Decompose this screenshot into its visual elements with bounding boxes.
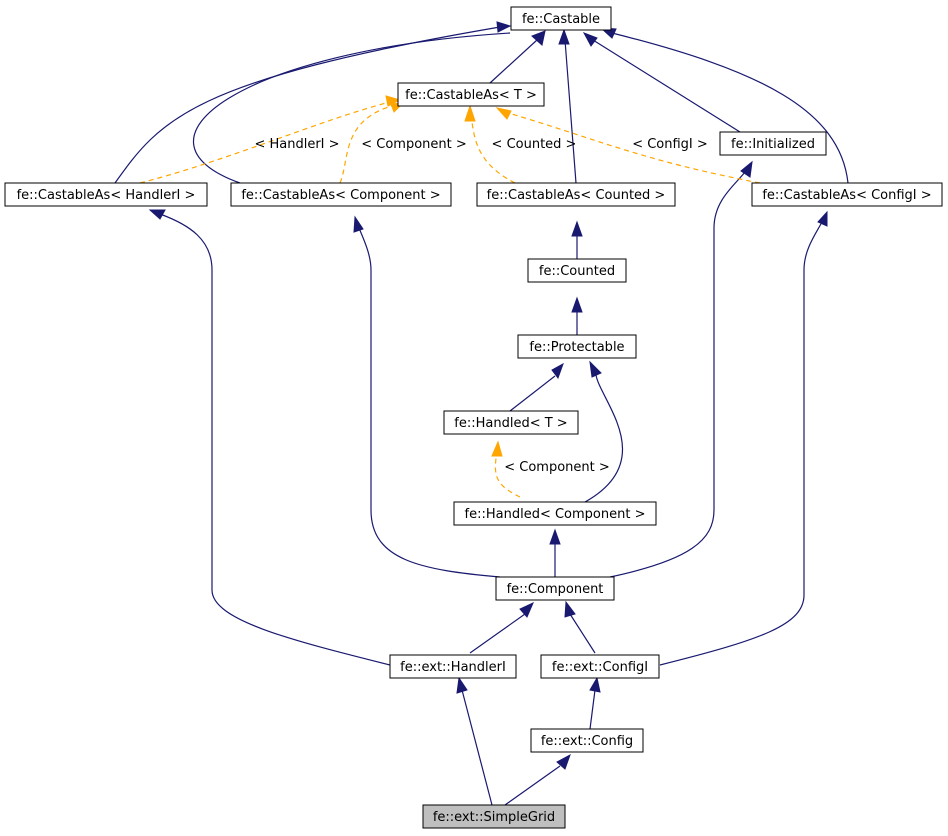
node-config[interactable]: fe::ext::Config	[530, 728, 644, 753]
node-castableas-counted[interactable]: fe::CastableAs< Counted >	[476, 182, 676, 207]
edge-label-component: < Component >	[361, 137, 467, 152]
edge-simplegrid-to-config	[504, 765, 561, 806]
node-counted[interactable]: fe::Counted	[527, 258, 627, 283]
edge-component-to-initialized	[609, 171, 746, 578]
node-label: fe::Handled< T >	[454, 416, 567, 431]
template-edge-handleri	[139, 101, 391, 184]
node-component[interactable]: fe::Component	[495, 576, 615, 601]
node-castableas-configi[interactable]: fe::CastableAs< ConfigI >	[751, 182, 943, 207]
node-label: fe::ext::ConfigI	[552, 660, 648, 675]
node-label: fe::CastableAs< Counted >	[487, 188, 666, 203]
edge-handleri-to-castableas-handleri	[159, 213, 391, 666]
node-label: fe::ext::HandlerI	[400, 660, 506, 675]
node-castableas-t[interactable]: fe::CastableAs< T >	[397, 82, 545, 107]
node-label: fe::Counted	[539, 264, 615, 279]
template-edges	[139, 101, 761, 498]
node-label: fe::Initialized	[731, 137, 815, 152]
inheritance-arrowheads	[148, 21, 828, 770]
arrowhead	[353, 215, 364, 233]
node-label: fe::ext::SimpleGrid	[433, 810, 555, 825]
node-protectable[interactable]: fe::Protectable	[517, 334, 637, 359]
arrowhead	[148, 209, 166, 220]
node-label: fe::Castable	[522, 12, 600, 27]
arrowhead	[571, 296, 583, 313]
node-handled-component[interactable]: fe::Handled< Component >	[453, 501, 657, 526]
arrowhead	[491, 440, 503, 457]
arrowhead	[589, 360, 602, 378]
arrowhead	[549, 528, 561, 545]
edge-handleri-to-component	[469, 613, 526, 654]
edge-castableas-counted-to-castable	[564, 39, 577, 184]
node-castable[interactable]: fe::Castable	[510, 6, 612, 31]
node-handleri[interactable]: fe::ext::HandlerI	[389, 654, 517, 679]
edge-handled-t-to-protectable	[509, 375, 556, 412]
edge-castableas-t-to-castable	[489, 39, 538, 84]
node-castableas-component[interactable]: fe::CastableAs< Component >	[230, 182, 452, 207]
edge-castableas-component-to-castable	[192, 32, 511, 184]
template-arrowheads	[385, 95, 512, 457]
edge-configi-to-component	[569, 613, 596, 654]
node-initialized[interactable]: fe::Initialized	[719, 131, 827, 156]
arrowhead	[531, 30, 546, 46]
node-label: fe::CastableAs< Component >	[241, 188, 440, 203]
edge-label-handleri: < HandlerI >	[254, 137, 339, 152]
arrowhead	[589, 676, 601, 693]
arrowhead	[496, 21, 512, 33]
template-edge-handled-component	[494, 451, 521, 498]
node-handled-t[interactable]: fe::Handled< T >	[443, 410, 579, 435]
edge-label-configi: < ConfigI >	[632, 137, 708, 152]
node-label: fe::CastableAs< T >	[405, 88, 537, 103]
arrowhead	[519, 602, 534, 618]
node-label: fe::Protectable	[529, 340, 624, 355]
arrowhead	[740, 160, 753, 178]
edge-configi-to-castableas-configi	[659, 221, 823, 666]
arrowhead	[556, 753, 571, 770]
node-label: fe::ext::Config	[541, 734, 633, 749]
arrowhead	[558, 28, 570, 45]
edge-label-counted: < Counted >	[492, 137, 577, 152]
node-simplegrid[interactable]: fe::ext::SimpleGrid	[422, 804, 566, 829]
edge-castableas-configi-to-castable	[611, 32, 849, 184]
node-label: fe::Component	[507, 582, 604, 597]
arrowhead	[564, 600, 576, 618]
arrowhead	[571, 220, 583, 237]
edge-handled-component-to-protectable	[584, 374, 624, 503]
edge-castableas-handleri-to-castable	[114, 26, 501, 184]
node-castableas-handleri[interactable]: fe::CastableAs< HandlerI >	[4, 182, 208, 207]
edge-config-to-configi	[589, 689, 596, 730]
arrowhead	[495, 107, 512, 120]
arrowhead	[817, 210, 828, 227]
edge-initialized-to-castable	[592, 39, 741, 133]
node-configi[interactable]: fe::ext::ConfigI	[540, 654, 660, 679]
edge-label-handled-component: < Component >	[504, 460, 610, 475]
template-edge-configi	[504, 111, 761, 184]
node-label: fe::CastableAs< HandlerI >	[17, 188, 196, 203]
arrowhead	[582, 32, 598, 47]
edge-simplegrid-to-handleri	[461, 689, 493, 806]
edge-labels: < HandlerI > < Component > < Counted > <…	[254, 137, 707, 475]
edge-component-to-castableas-component	[358, 227, 501, 578]
arrowhead	[464, 104, 476, 122]
node-label: fe::CastableAs< ConfigI >	[762, 188, 931, 203]
inheritance-edges	[114, 26, 849, 806]
arrowhead	[456, 676, 468, 694]
node-label: fe::Handled< Component >	[465, 507, 646, 522]
arrowhead	[551, 362, 564, 380]
arrowhead	[385, 95, 402, 107]
